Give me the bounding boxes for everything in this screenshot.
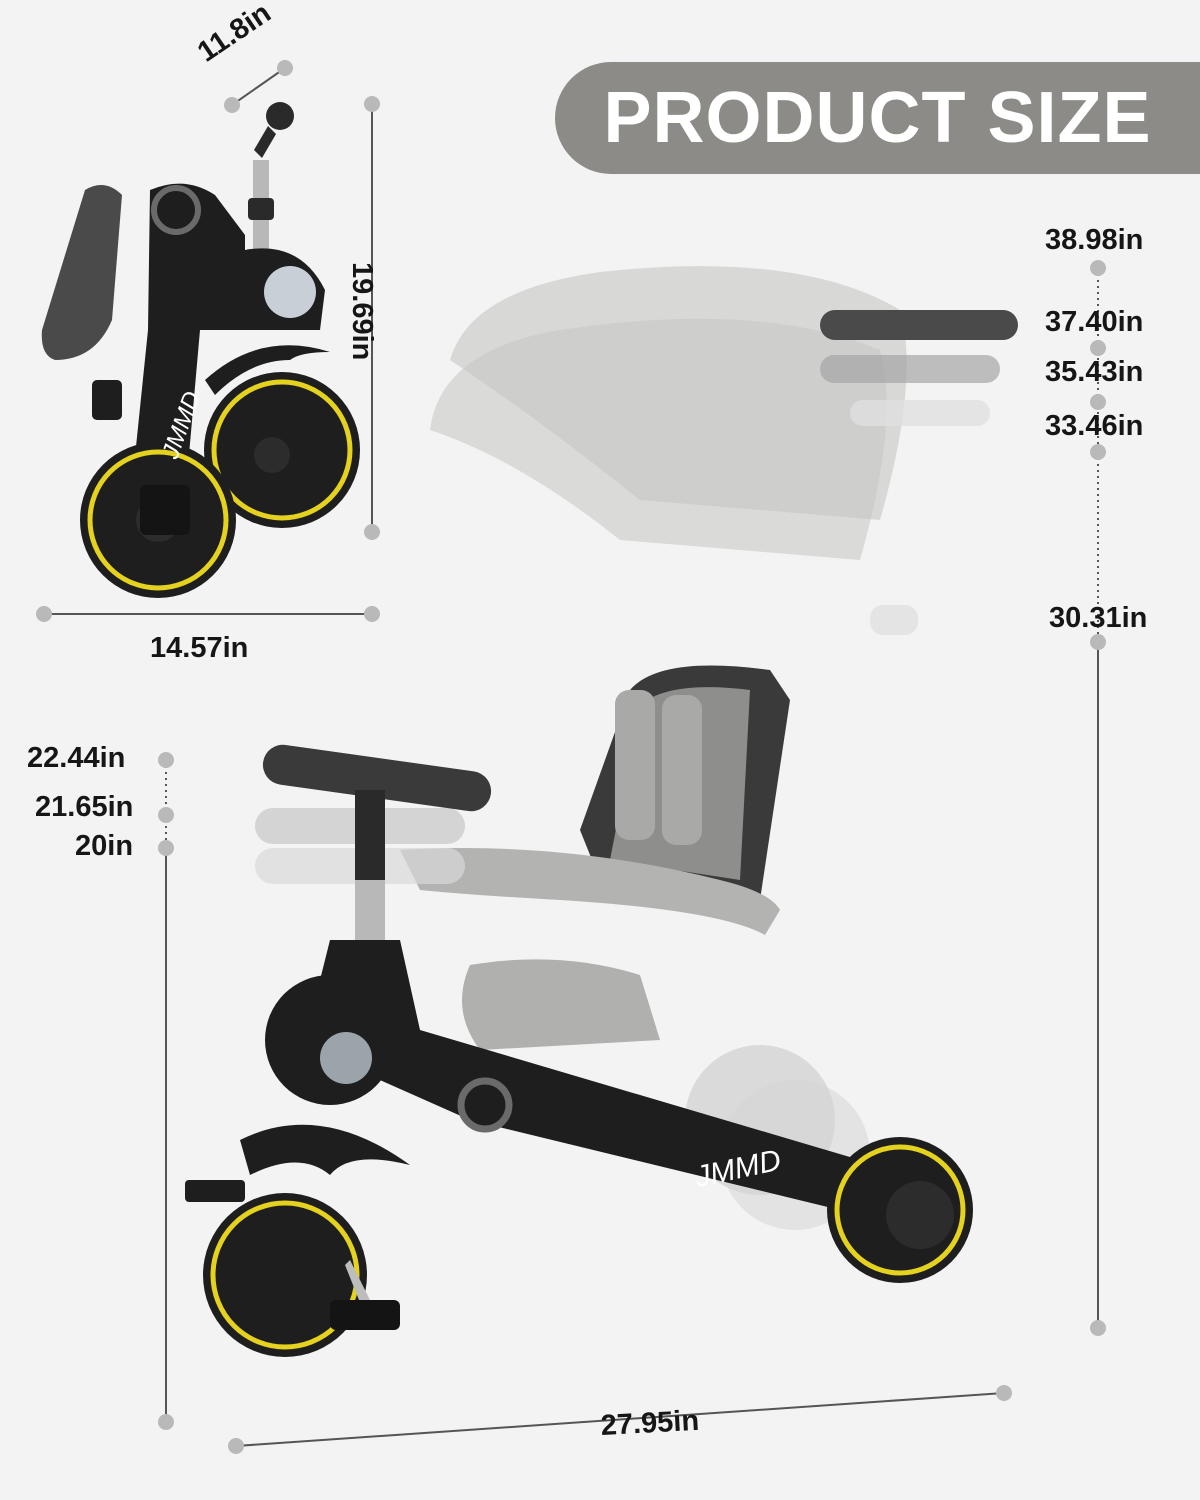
dimension-lines [44,67,1099,1447]
dimension-endpoints [36,60,1106,1454]
folded-height-label: 19.69in [346,262,378,361]
handlebar-height-label-2: 21.65in [35,791,134,823]
push-handle-height-label-4: 33.46in [1045,410,1144,442]
handlebar-height-label-3: 20in [75,830,134,862]
push-handle-height-label-1: 38.98in [1045,224,1144,256]
folded-tricycle-image: JMMD [41,102,360,598]
banner-title: PRODUCT SIZE [603,78,1152,158]
folded-width-label: 14.57in [150,632,249,664]
push-handle-height-label-3: 35.43in [1045,356,1144,388]
overall-length-label: 27.95in [600,1404,700,1442]
push-handle-height-label-2: 37.40in [1045,306,1144,338]
handlebar-height-label-1: 22.44in [27,742,126,774]
tricycle-image: JMMD [185,266,1018,1357]
product-size-banner: PRODUCT SIZE [555,62,1200,174]
canopy-height-label: 30.31in [1049,602,1148,634]
